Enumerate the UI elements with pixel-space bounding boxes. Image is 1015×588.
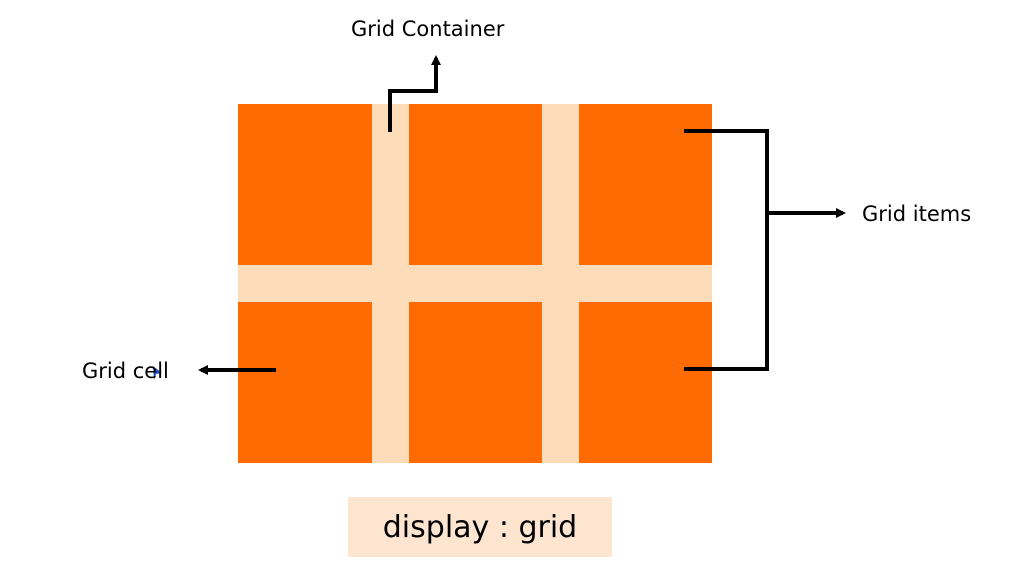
grid-items-bracket	[684, 129, 769, 371]
grid-item-6	[579, 302, 712, 463]
grid-item-3	[579, 104, 712, 265]
grid-item-4	[238, 302, 372, 463]
grid-items-label: Grid items	[862, 202, 972, 226]
caption-text: display : grid	[382, 509, 578, 545]
cursor-icon	[153, 366, 162, 380]
caption-box: display : grid	[348, 497, 612, 557]
grid-item-5	[409, 302, 542, 463]
grid-container-arrow	[388, 55, 441, 132]
grid-cell-label: Grid cell	[82, 359, 169, 383]
grid-item-1	[238, 104, 372, 265]
grid-item-2	[409, 104, 542, 265]
grid-container-label: Grid Container	[351, 17, 505, 41]
